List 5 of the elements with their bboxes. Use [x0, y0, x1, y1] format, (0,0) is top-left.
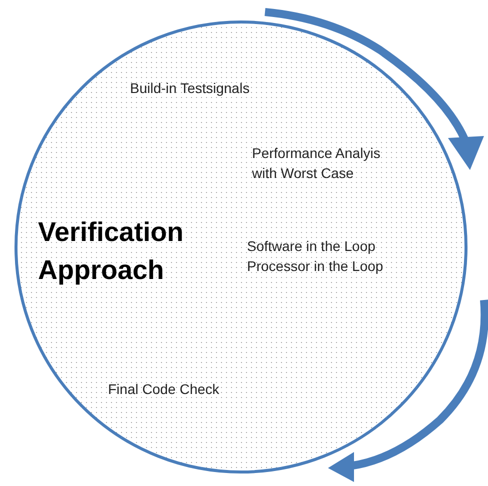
node-heading: Verification Approach: [38, 216, 185, 287]
step-text: Software in the Loop Processor in the Loop: [247, 237, 384, 276]
step-text: Final Code Check: [108, 380, 220, 399]
step-text: Performance Analyis with Worst Case: [252, 144, 382, 183]
step-text: Build-in Testsignals: [130, 79, 251, 98]
